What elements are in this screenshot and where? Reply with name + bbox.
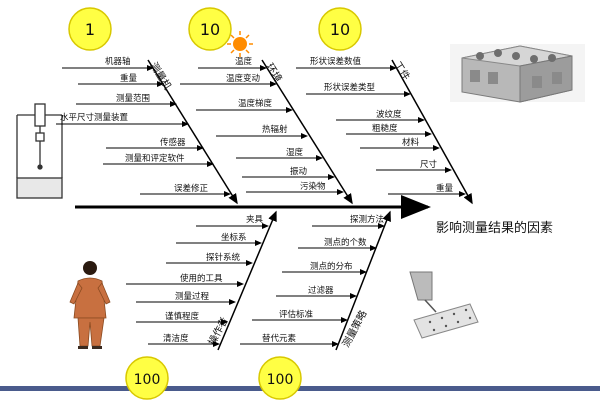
rating-circle-strategy: 100 (258, 356, 302, 400)
cause-work-4: 材料 (402, 137, 420, 148)
cause-strat-0: 探测方法 (350, 214, 384, 225)
cause-op-1: 坐标系 (221, 232, 247, 243)
category-workpiece: 工件 (391, 59, 412, 82)
cause-op-6: 清洁度 (163, 333, 189, 344)
branch-environment (261, 59, 353, 205)
cause-env-3: 热辐射 (262, 124, 288, 135)
operator-icon (69, 261, 111, 349)
cause-strat-3: 过滤器 (308, 285, 334, 296)
cause-env-6: 污染物 (300, 181, 326, 192)
cause-work-3: 粗糙度 (372, 123, 398, 134)
cause-machine-3: 水平尺寸测量装置 (60, 112, 129, 123)
rating-circle-machine: 1 (68, 7, 112, 51)
cause-work-1: 形状误差类型 (324, 82, 376, 93)
category-machine: 测量机 (147, 60, 174, 92)
category-environment: 环境 (263, 61, 285, 85)
cause-env-4: 湿度 (286, 147, 304, 158)
svg-text:1: 1 (85, 20, 95, 39)
cause-machine-0: 机器轴 (105, 56, 131, 67)
cause-strat-5: 替代元素 (262, 333, 297, 344)
cause-machine-1: 重量 (120, 73, 138, 84)
branch-workpiece (391, 59, 473, 205)
cause-strat-2: 测点的分布 (310, 261, 353, 272)
probe-plate-icon (396, 265, 484, 345)
rating-circle-environment: 10 (188, 7, 232, 51)
cause-op-4: 测量过程 (175, 291, 210, 302)
cause-machine-6: 误差修正 (174, 183, 209, 194)
sun-icon (227, 31, 253, 57)
svg-text:10: 10 (330, 20, 350, 39)
cause-env-0: 温度 (235, 56, 253, 67)
cause-work-0: 形状误差数值 (310, 56, 362, 67)
category-operator: 操作者 (205, 315, 231, 348)
cause-work-6: 重量 (436, 183, 454, 194)
svg-text:100: 100 (134, 372, 161, 388)
rating-circle-operator: 100 (125, 356, 169, 400)
svg-text:100: 100 (267, 372, 294, 388)
cause-env-2: 温度梯度 (238, 98, 273, 109)
cause-strat-1: 测点的个数 (324, 237, 367, 248)
footer-bar (0, 386, 600, 391)
rating-circle-workpiece: 10 (318, 7, 362, 51)
branch-strategy (335, 210, 391, 351)
cause-machine-5: 测量和评定软件 (125, 153, 185, 164)
effect-label: 影响测量结果的因素 (436, 220, 553, 236)
cause-work-5: 尺寸 (420, 159, 438, 170)
cause-machine-4: 传感器 (160, 137, 186, 148)
cause-op-0: 夹具 (246, 214, 264, 225)
cause-op-3: 使用的工具 (180, 273, 223, 284)
engine-block-icon (450, 44, 585, 103)
measuring-machine-icon (16, 103, 63, 199)
branch-operator (217, 210, 277, 351)
svg-text:10: 10 (200, 20, 220, 39)
cause-machine-2: 测量范围 (116, 93, 150, 104)
cause-env-5: 振动 (290, 166, 308, 177)
cause-op-2: 探针系统 (206, 252, 241, 263)
cause-env-1: 温度变动 (226, 73, 261, 84)
cause-op-5: 谨慎程度 (165, 311, 200, 322)
cause-strat-4: 评估标准 (279, 309, 314, 320)
cause-work-2: 波纹度 (376, 109, 402, 120)
